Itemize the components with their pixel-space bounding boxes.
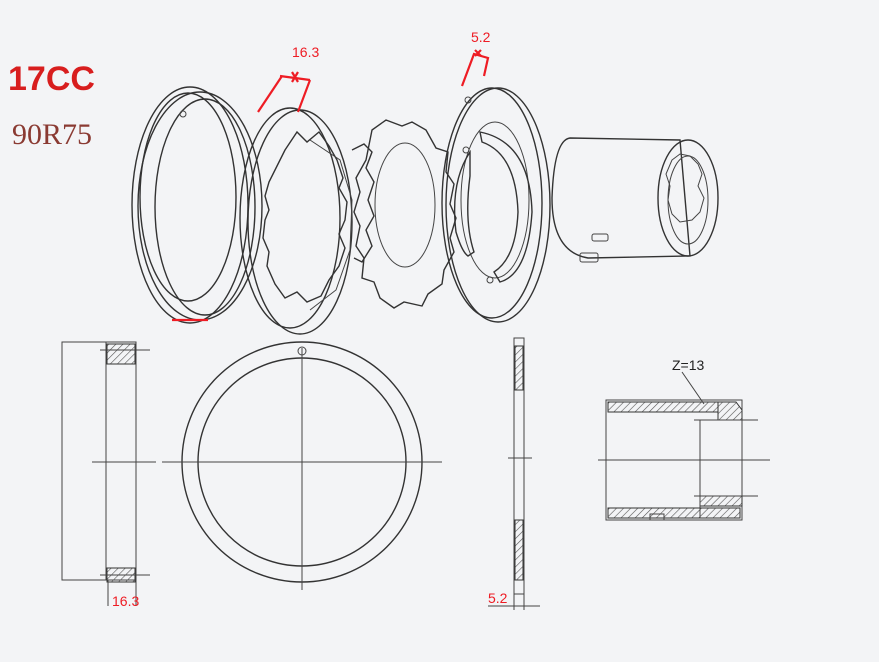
- red-dimension-marks: [172, 49, 490, 322]
- internal-gear-ring-3d: [239, 107, 353, 335]
- sleeve-section-view: [598, 371, 770, 521]
- ring-front-view: [162, 341, 442, 590]
- ring-thickness-label-section: 16.3: [112, 593, 140, 609]
- external-gear-3d: [351, 119, 457, 309]
- plate-thickness-label-section: 5.2: [488, 590, 508, 606]
- plate-thickness-label-top: 5.2: [471, 29, 491, 45]
- spline-teeth-label: Z=13: [672, 357, 705, 373]
- port-plate-3d: [441, 87, 551, 323]
- outer-ring-3d: [131, 86, 263, 324]
- plate-section-view: [488, 337, 540, 610]
- ring-thickness-label-top: 16.3: [292, 44, 320, 60]
- model-code-title: 17CC: [8, 60, 95, 98]
- splined-sleeve-3d: [551, 137, 719, 263]
- model-number: 90R75: [12, 118, 93, 151]
- ring-section-view: [61, 341, 156, 606]
